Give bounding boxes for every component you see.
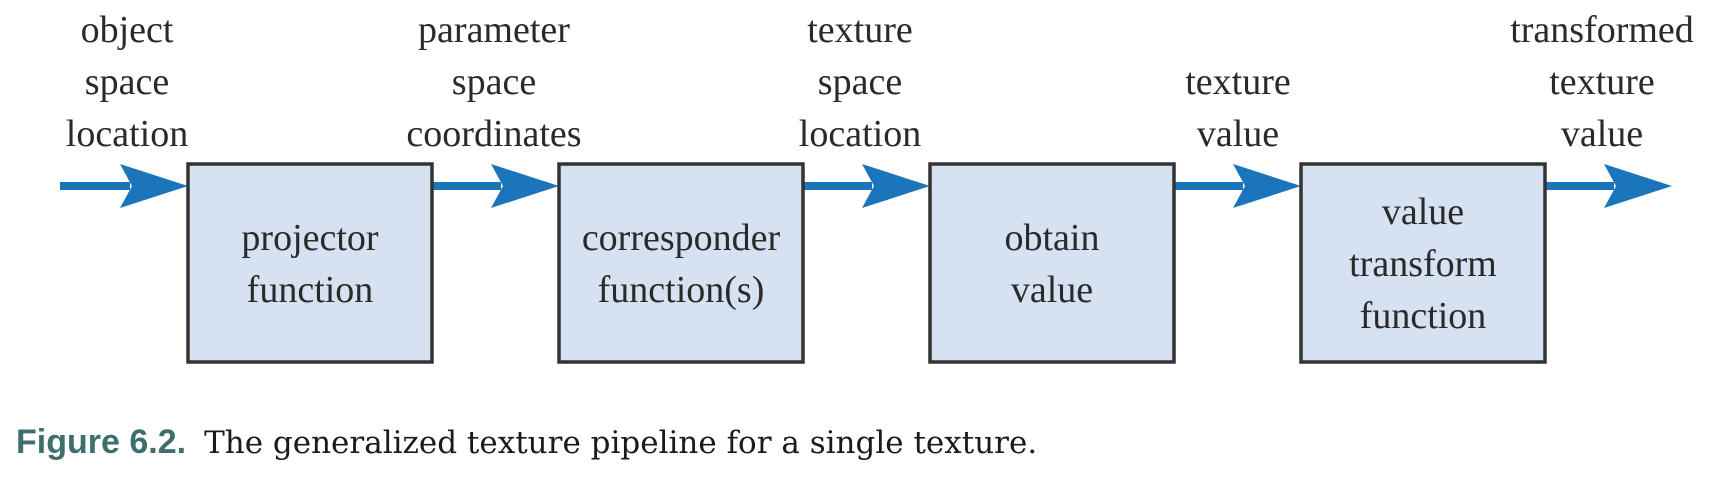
box-3-line-2: value: [1011, 269, 1093, 311]
pipeline-box-3: obtain value: [928, 162, 1176, 364]
flow-label-5: transformed texture value: [1510, 9, 1694, 155]
flow-label-2-line-1: parameter: [418, 9, 570, 51]
flow-label-5-line-2: texture: [1549, 61, 1655, 103]
pipeline-box-4: value transform function: [1299, 162, 1547, 364]
flow-label-1-line-3: location: [66, 113, 188, 155]
flow-arrow-4: [1174, 164, 1301, 208]
flow-arrow-3: [803, 164, 930, 208]
box-1-line-2: function: [247, 269, 374, 311]
flow-arrow-5: [1545, 164, 1672, 208]
texture-pipeline-diagram: projector function corresponder function(s)…: [60, 9, 1694, 364]
flow-label-4: texture value: [1185, 61, 1291, 155]
flow-label-4-line-2: value: [1197, 113, 1279, 155]
figure-caption: Figure 6.2. The generalized texture pipel…: [16, 422, 1037, 463]
flow-label-4-line-1: texture: [1185, 61, 1291, 103]
flow-arrow-1: [60, 164, 188, 208]
caption-label: Figure 6.2.: [16, 423, 187, 461]
flow-label-2: parameter space coordinates: [406, 9, 581, 155]
flow-label-5-line-3: value: [1561, 113, 1643, 155]
box-2-line-2: function(s): [598, 269, 765, 311]
box-4-line-2: transform: [1349, 243, 1497, 285]
flow-label-2-line-2: space: [452, 61, 536, 103]
box-1-line-1: projector: [241, 217, 379, 259]
flow-arrow-2: [432, 164, 559, 208]
box-3-line-1: obtain: [1005, 217, 1100, 259]
flow-label-2-line-3: coordinates: [406, 113, 581, 155]
pipeline-box-2: corresponder function(s): [557, 162, 805, 364]
flow-label-3: texture space location: [799, 9, 921, 155]
box-4-line-3: function: [1360, 295, 1487, 337]
flow-label-1-line-2: space: [85, 61, 169, 103]
box-2-line-1: corresponder: [582, 217, 781, 259]
box-4-line-1: value: [1382, 191, 1464, 233]
flow-label-3-line-2: space: [818, 61, 902, 103]
flow-label-1-line-1: object: [81, 9, 174, 51]
flow-label-1: object space location: [66, 9, 188, 155]
flow-label-3-line-3: location: [799, 113, 921, 155]
pipeline-box-1: projector function: [186, 162, 434, 364]
caption-text: The generalized texture pipeline for a s…: [204, 425, 1038, 461]
flow-label-3-line-1: texture: [807, 9, 913, 51]
flow-label-5-line-1: transformed: [1510, 9, 1694, 51]
